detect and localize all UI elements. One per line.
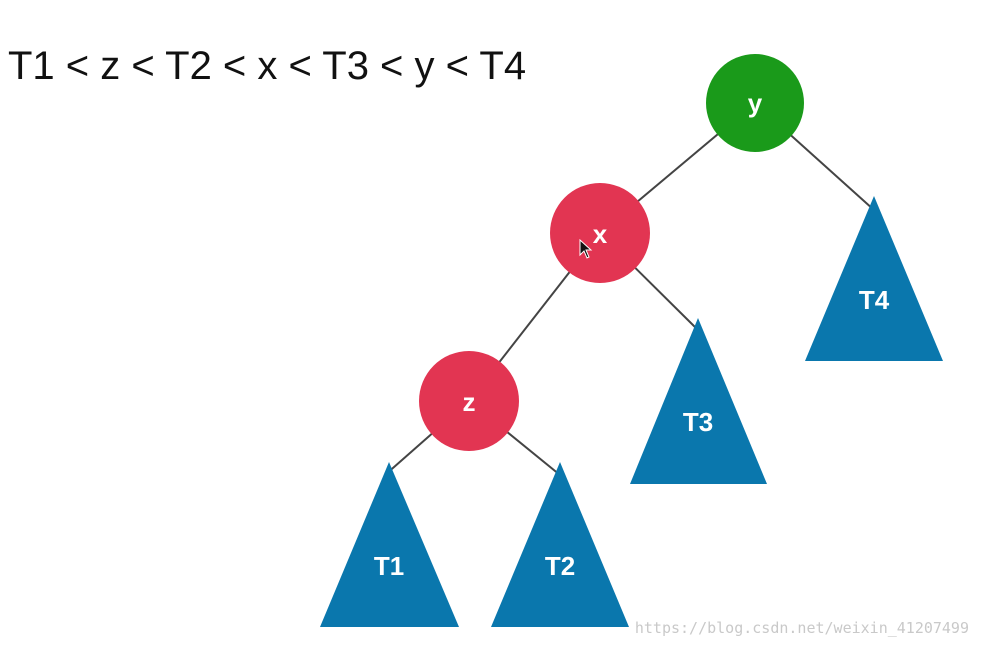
subtree-t3-label: T3 xyxy=(683,407,713,437)
subtree-t4: T4 xyxy=(805,196,943,361)
node-x: x xyxy=(550,183,650,283)
ordering-title: T1 < z < T2 < x < T3 < y < T4 xyxy=(8,44,527,88)
node-z-label: z xyxy=(463,387,476,417)
subtree-t1: T1 xyxy=(320,462,459,627)
node-y-circle xyxy=(706,54,804,152)
subtree-t4-label: T4 xyxy=(859,285,890,315)
subtree-t2-label: T2 xyxy=(545,551,575,581)
subtree-t3-triangle xyxy=(630,318,767,484)
node-y: y xyxy=(706,54,804,152)
node-x-circle xyxy=(550,183,650,283)
node-z: z xyxy=(419,351,519,451)
subtree-t4-triangle xyxy=(805,196,943,361)
node-x-label: x xyxy=(593,219,608,249)
node-z-circle xyxy=(419,351,519,451)
node-y-label: y xyxy=(748,88,763,118)
mouse-cursor-icon xyxy=(579,238,593,259)
subtree-t1-label: T1 xyxy=(374,551,404,581)
subtree-t3: T3 xyxy=(630,318,767,484)
subtree-t1-triangle xyxy=(320,462,459,627)
watermark-url: https://blog.csdn.net/weixin_41207499 xyxy=(634,619,969,637)
subtree-t2-triangle xyxy=(491,462,629,627)
subtree-t2: T2 xyxy=(491,462,629,627)
